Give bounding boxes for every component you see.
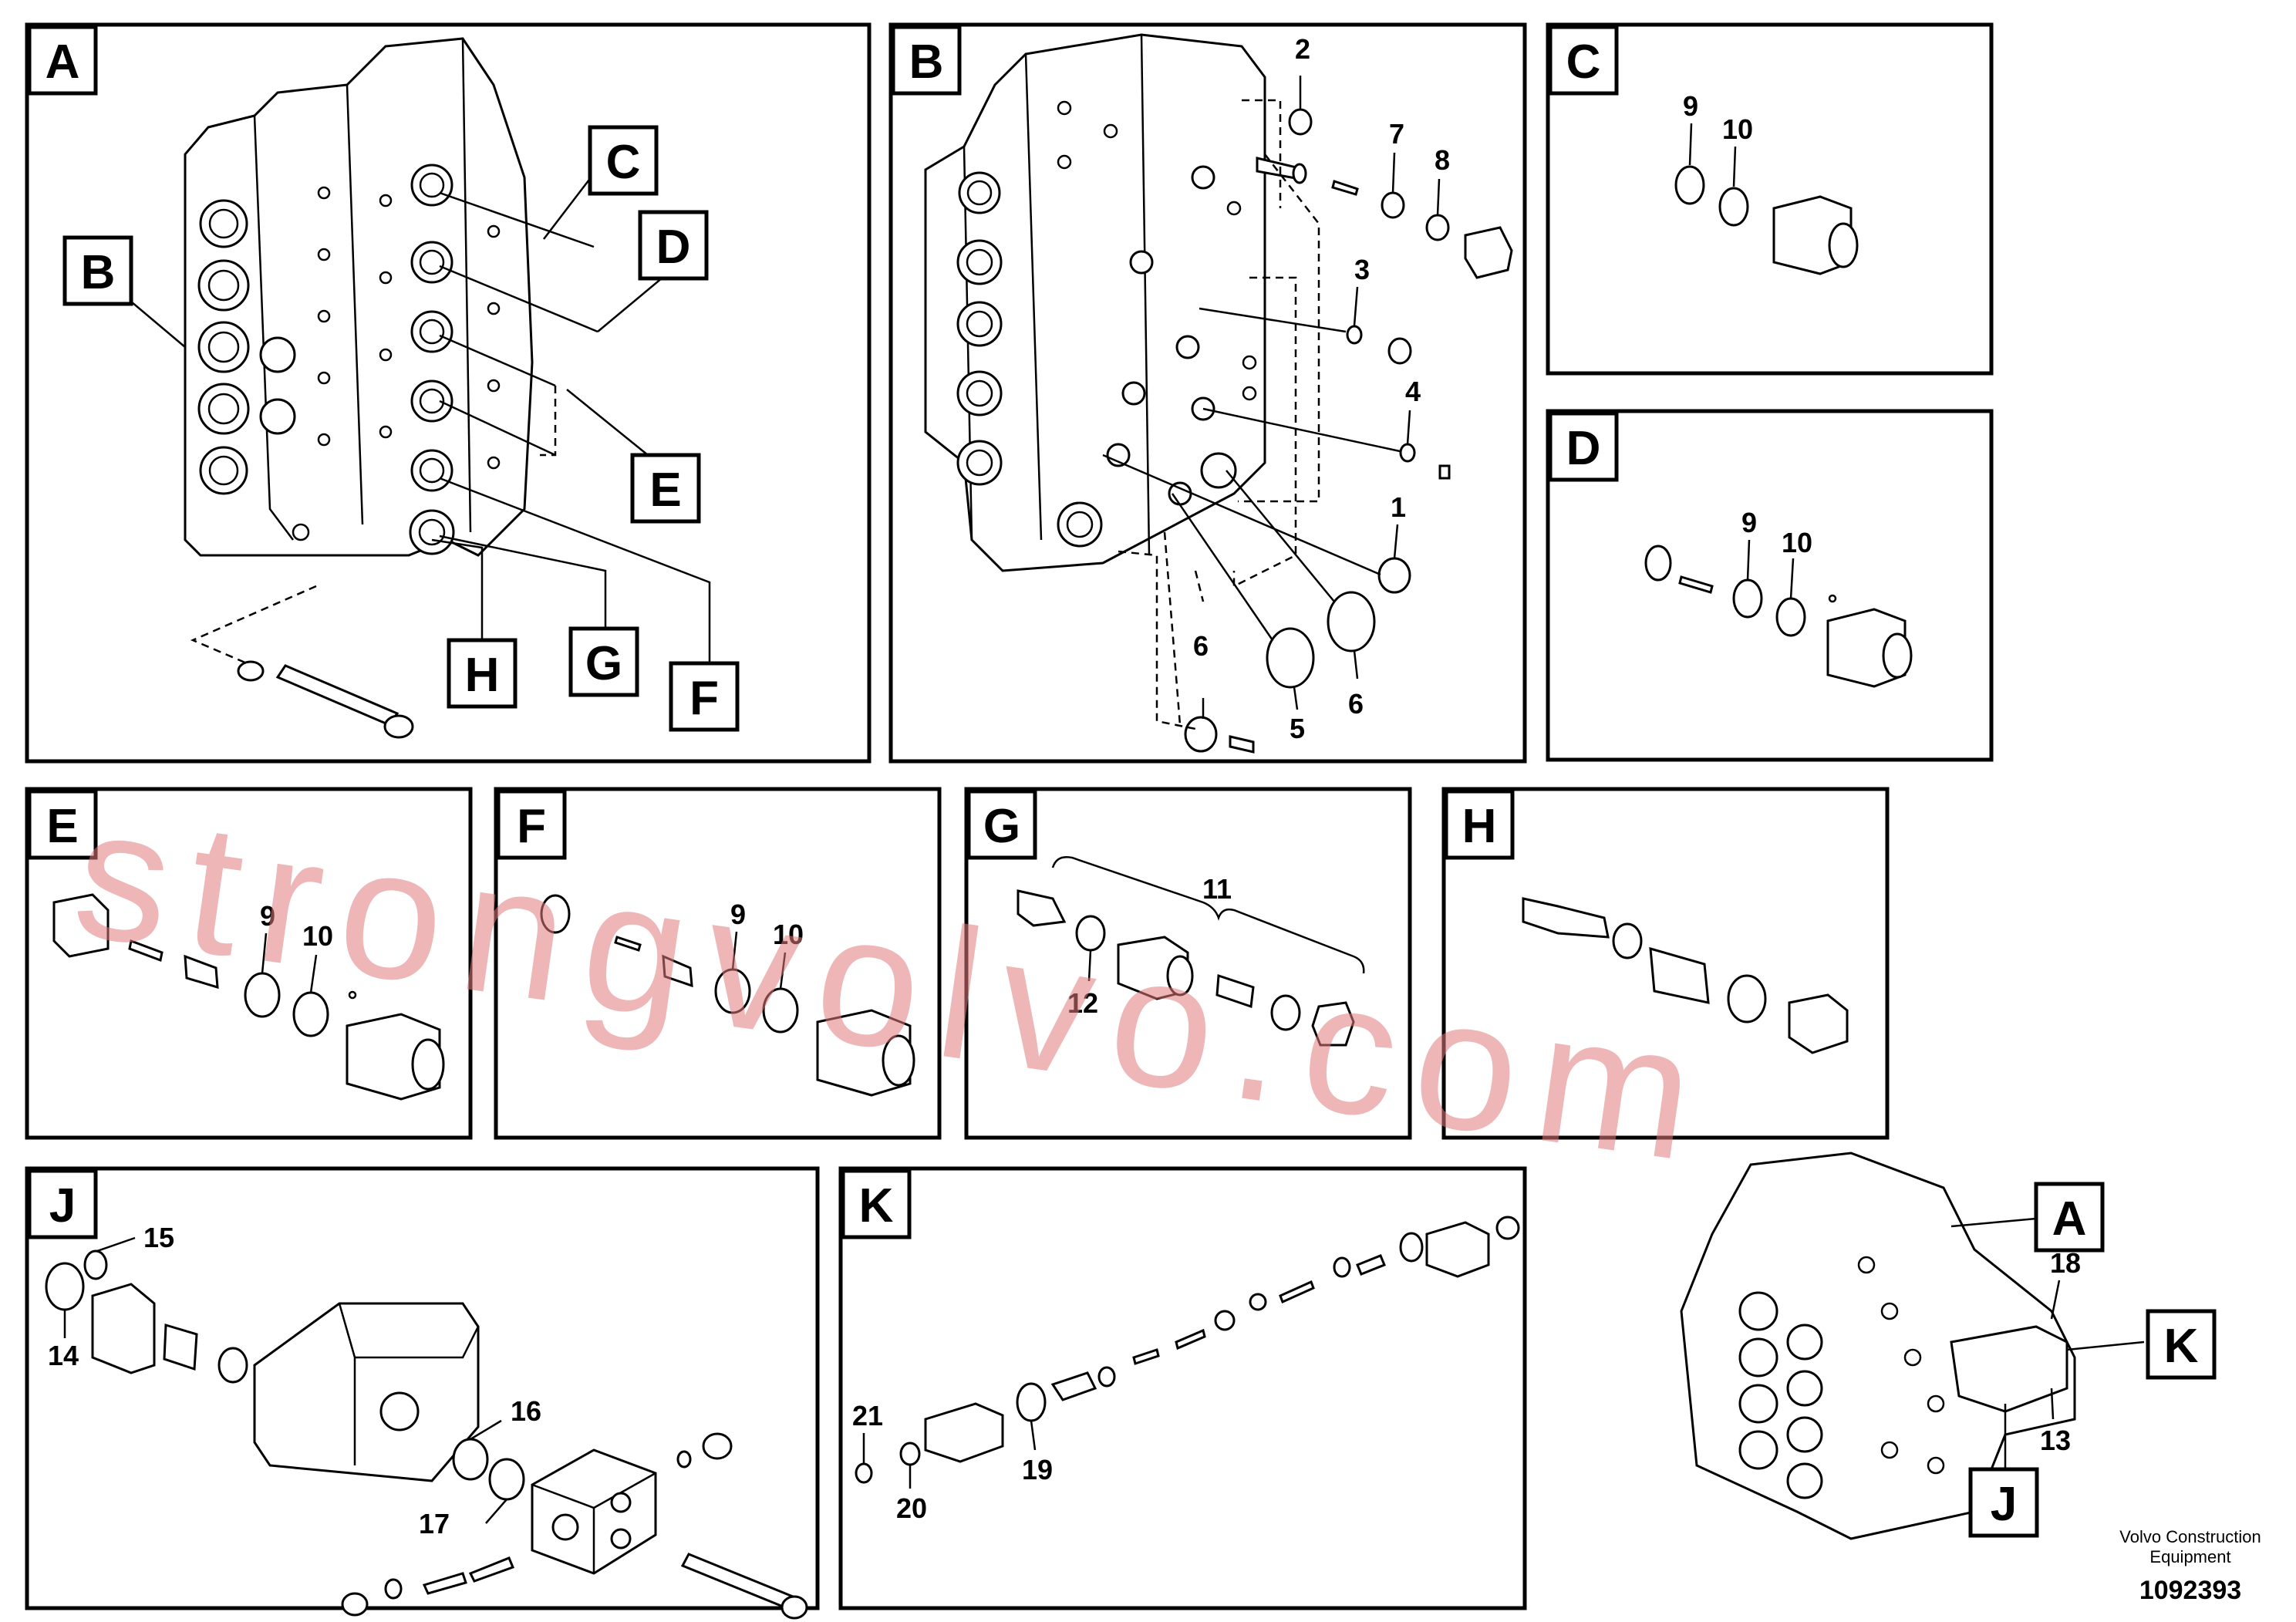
- callout-d: D: [638, 210, 709, 281]
- callout-e: E: [630, 453, 701, 524]
- part-10: 10: [302, 920, 333, 952]
- overview-callout-a: A: [2034, 1182, 2105, 1253]
- company-name-line2: Equipment: [2149, 1547, 2230, 1566]
- panel-g: G 11 12: [964, 787, 1412, 1140]
- part-2: 2: [1295, 33, 1310, 65]
- part-7: 7: [1389, 118, 1404, 150]
- callout-g: G: [568, 626, 639, 697]
- part-10: 10: [1782, 527, 1812, 558]
- part-13: 13: [2040, 1425, 2071, 1456]
- panel-j-tag: J: [49, 1179, 76, 1233]
- callout-h: H: [447, 638, 518, 709]
- panel-a-leaders: [111, 173, 711, 663]
- panel-e: E 9 10: [25, 787, 473, 1140]
- svg-text:K: K: [2164, 1320, 2199, 1373]
- callout-c: C: [588, 125, 659, 196]
- panel-d-tag: D: [1566, 422, 1601, 475]
- svg-text:G: G: [585, 637, 622, 690]
- part-9: 9: [730, 899, 746, 930]
- panel-g-tag: G: [983, 800, 1020, 853]
- part-8: 8: [1435, 144, 1450, 176]
- panel-b-tag: B: [909, 35, 944, 89]
- part-9: 9: [1741, 507, 1757, 538]
- panel-b: B: [888, 22, 1527, 764]
- panel-d: D 9 10: [1546, 409, 1994, 762]
- panel-h: H: [1441, 787, 1890, 1140]
- panel-k-tag: K: [859, 1179, 894, 1233]
- svg-text:H: H: [465, 649, 500, 702]
- panel-c-tag: C: [1566, 35, 1601, 89]
- part-14: 14: [48, 1340, 79, 1371]
- part-6-lower: 6: [1193, 630, 1209, 662]
- svg-text:F: F: [689, 672, 719, 725]
- panel-b-leaders: [1102, 76, 1441, 719]
- part-12: 12: [1067, 987, 1098, 1019]
- panel-j: J 15 14 16 17: [25, 1166, 820, 1620]
- overview-assembly: A K J 18 13: [1680, 1152, 2217, 1540]
- panel-b-guide-lines: [1118, 99, 1320, 730]
- svg-text:D: D: [656, 221, 691, 274]
- drawing-footer: Volvo Construction Equipment 1092393: [2119, 1527, 2261, 1605]
- svg-text:C: C: [606, 136, 641, 189]
- panel-c: C 9 10: [1546, 22, 1994, 376]
- part-17: 17: [419, 1508, 450, 1539]
- part-11: 11: [1202, 873, 1232, 905]
- part-5: 5: [1290, 713, 1305, 744]
- panel-a: A: [25, 22, 872, 764]
- part-10: 10: [1722, 113, 1753, 145]
- part-10: 10: [773, 919, 804, 950]
- valve-block-illustration: [184, 37, 534, 557]
- callout-b: B: [62, 235, 133, 306]
- part-9: 9: [1683, 90, 1698, 122]
- callout-f: F: [669, 661, 740, 732]
- svg-text:E: E: [649, 464, 681, 517]
- drawing-number: 1092393: [2139, 1576, 2241, 1605]
- panel-f: F 9 10: [494, 787, 942, 1140]
- part-9: 9: [260, 900, 275, 932]
- part-20: 20: [896, 1492, 927, 1524]
- part-1: 1: [1391, 491, 1406, 523]
- part-18: 18: [2050, 1247, 2081, 1279]
- overview-callout-k: K: [2146, 1309, 2217, 1380]
- panel-h-tag: H: [1462, 800, 1497, 853]
- company-name: Volvo Construction: [2119, 1527, 2261, 1546]
- part-19: 19: [1022, 1454, 1053, 1485]
- part-3: 3: [1354, 254, 1370, 285]
- svg-text:A: A: [2052, 1192, 2087, 1246]
- bolt-and-washer: [190, 585, 414, 739]
- part-6: 6: [1348, 688, 1364, 720]
- overview-callout-j: J: [1968, 1467, 2039, 1538]
- valve-section-illustration: [924, 33, 1266, 572]
- part-4: 4: [1405, 376, 1421, 407]
- panel-f-tag: F: [517, 800, 546, 853]
- panel-a-tag: A: [46, 35, 80, 89]
- panel-b-small-parts: [1184, 108, 1513, 754]
- part-16: 16: [511, 1395, 541, 1427]
- part-21: 21: [852, 1400, 883, 1431]
- svg-text:J: J: [1991, 1478, 2017, 1531]
- panel-e-tag: E: [46, 800, 78, 853]
- panel-k: K 21 20 19: [838, 1166, 1527, 1610]
- part-15: 15: [143, 1222, 174, 1253]
- svg-text:B: B: [81, 246, 116, 299]
